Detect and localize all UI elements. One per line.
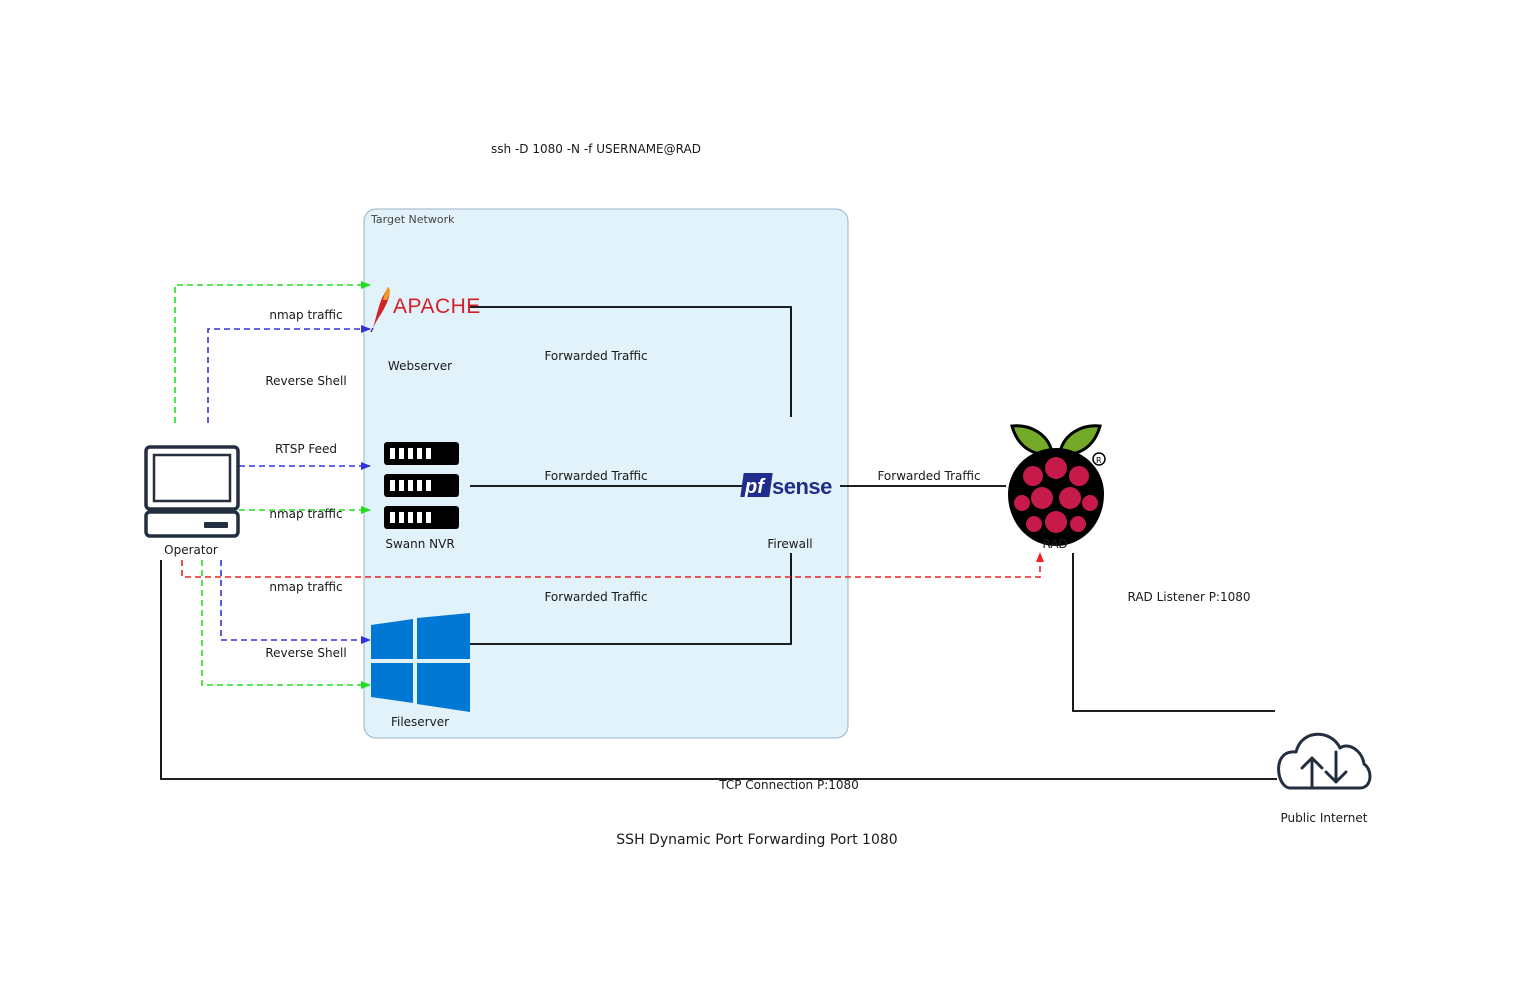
diagram-title: SSH Dynamic Port Forwarding Port 1080 <box>616 832 897 848</box>
label-tcp-connection: TCP Connection P:1080 <box>718 778 859 792</box>
label-rtsp: RTSP Feed <box>275 442 337 456</box>
webserver-label: Webserver <box>388 359 452 373</box>
target-network-group <box>363 208 849 739</box>
apache-logo-text: APACHE <box>393 295 481 318</box>
edge-tcp-connection <box>160 560 1277 780</box>
edge-red-rad <box>181 552 1044 578</box>
fileserver-label: Fileserver <box>391 715 449 729</box>
pfsense-logo[interactable]: pf sense <box>740 473 833 499</box>
svg-text:R: R <box>1096 456 1102 465</box>
raspberry-pi-logo[interactable]: R <box>1008 424 1106 546</box>
laptop-icon[interactable] <box>144 445 240 538</box>
label-fwd-rad: Forwarded Traffic <box>877 469 980 483</box>
label-nmap-nvr: nmap traffic <box>269 507 342 521</box>
target-network-label: Target Network <box>370 213 455 226</box>
label-revshell-file: Reverse Shell <box>265 646 346 660</box>
ssh-command-text: ssh -D 1080 -N -f USERNAME@RAD <box>491 142 701 156</box>
edge-blue-fileserver <box>220 560 371 644</box>
rad-label: RAD <box>1042 537 1067 551</box>
windows-logo[interactable] <box>371 613 470 712</box>
firewall-label: Firewall <box>767 537 812 551</box>
label-fwd-file: Forwarded Traffic <box>544 590 647 604</box>
cloud-upload-download-icon[interactable] <box>1277 732 1372 790</box>
edge-rad-listener <box>1072 553 1275 712</box>
label-nmap-file: nmap traffic <box>269 580 342 594</box>
pfsense-logo-pf: pf <box>744 476 766 498</box>
edge-green-webserver <box>174 281 371 423</box>
label-rad-listener: RAD Listener P:1080 <box>1127 590 1250 604</box>
label-revshell-web: Reverse Shell <box>265 374 346 388</box>
internet-label: Public Internet <box>1281 811 1368 825</box>
label-fwd-web: Forwarded Traffic <box>544 349 647 363</box>
label-nmap-web: nmap traffic <box>269 308 342 322</box>
pfsense-logo-sense: sense <box>772 474 832 499</box>
operator-label: Operator <box>164 543 218 557</box>
edge-fwd-fileserver <box>470 553 792 645</box>
edge-blue-webserver <box>207 325 371 423</box>
label-fwd-nvr: Forwarded Traffic <box>544 469 647 483</box>
apache-logo[interactable]: APACHE <box>370 287 481 333</box>
nvr-label: Swann NVR <box>385 537 454 551</box>
server-rack-icon[interactable] <box>384 442 459 529</box>
edge-green-fileserver <box>201 560 371 689</box>
edge-fwd-webserver <box>470 306 792 417</box>
